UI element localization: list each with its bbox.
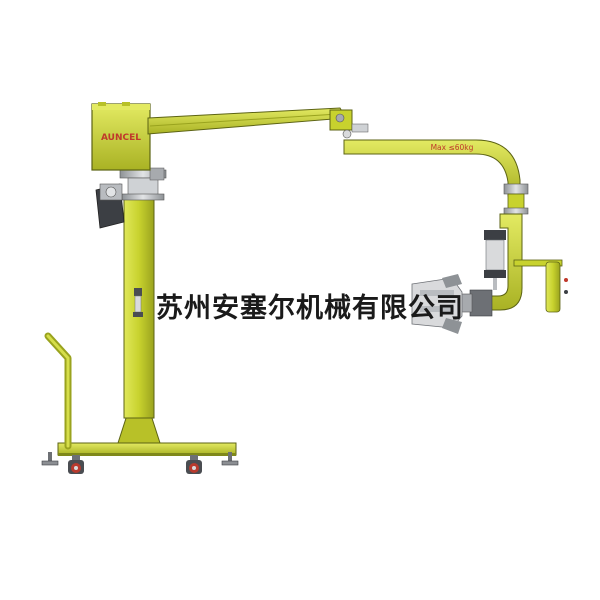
vertical-post [123, 195, 155, 419]
gripper-jaws [411, 274, 463, 334]
brand-logo: AUNCEL [101, 133, 141, 143]
control-handle [513, 259, 568, 313]
caster-wheel-left [68, 455, 84, 474]
air-regulator [133, 288, 143, 317]
load-capacity-label: Max ≤60kg [431, 143, 474, 152]
pneumatic-cylinder [484, 230, 506, 290]
gripper-assembly [411, 274, 493, 334]
caster-wheel-right [186, 455, 202, 474]
company-watermark: 苏州安塞尔机械有限公司 [156, 293, 464, 324]
lift-arm [484, 213, 523, 311]
main-housing: AUNCEL [91, 102, 151, 171]
column-head [119, 167, 167, 201]
boom-arm-1 [147, 107, 369, 139]
leveling-foot-left [41, 452, 59, 466]
base-frame [41, 332, 239, 474]
motor-unit [95, 183, 125, 229]
boom-arm-2: Max ≤60kg [343, 139, 529, 215]
leveling-foot-right [221, 452, 239, 466]
